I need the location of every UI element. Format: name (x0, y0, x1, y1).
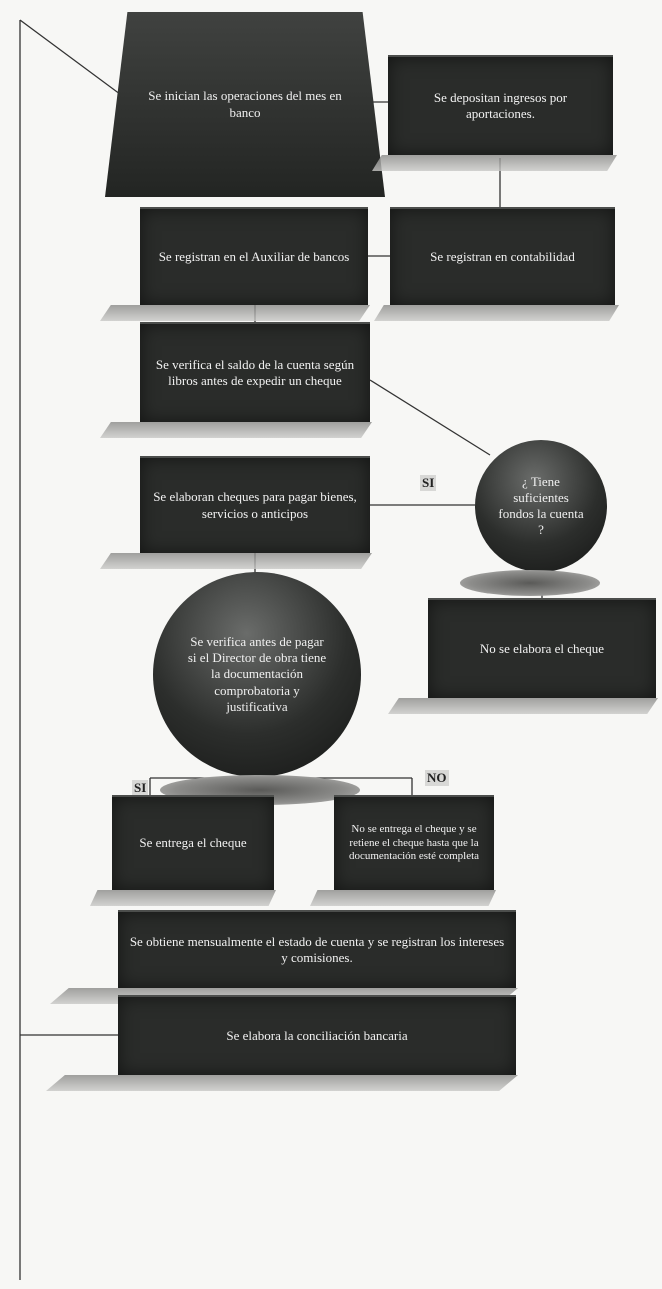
verify-docs-text: Se verifica antes de pagar si el Directo… (187, 633, 327, 714)
aux-banks-shadow (100, 305, 370, 321)
no-deliver-box: No se entrega el cheque y se retiene el … (334, 795, 494, 890)
accounting-box: Se registran en contabilidad (390, 207, 615, 305)
verify-balance-box: Se verifica el saldo de la cuenta según … (140, 322, 370, 422)
accounting-text: Se registran en contabilidad (430, 248, 575, 264)
no-docs-label: NO (425, 770, 449, 786)
no-check-text: No se elabora el cheque (479, 640, 605, 656)
funds-question-circle: ¿ Tiene suficientes fondos la cuenta ? (475, 440, 607, 572)
aux-banks-text: Se registran en el Auxiliar de bancos (158, 248, 350, 264)
statement-text: Se obtiene mensualmente el estado de cue… (129, 933, 505, 965)
verify-balance-shadow (100, 422, 372, 438)
verify-balance-text: Se verifica el saldo de la cuenta según … (155, 356, 355, 388)
no-check-box: No se elabora el cheque (428, 598, 656, 698)
deposits-shadow (372, 155, 617, 171)
start-operations-shape: Se inician las operaciones del mes en ba… (105, 12, 385, 197)
funds-question-shadow (460, 570, 600, 596)
make-checks-text: Se elaboran cheques para pagar bienes, s… (153, 489, 357, 521)
deliver-check-text: Se entrega el cheque (139, 835, 247, 851)
reconciliation-shadow (46, 1075, 518, 1091)
deposits-text: Se depositan ingresos por aportaciones. (433, 89, 568, 121)
deposits-box: Se depositan ingresos por aportaciones. (388, 55, 613, 155)
no-check-shadow (388, 698, 658, 714)
si-docs-label: SI (132, 780, 149, 796)
funds-question-text: ¿ Tiene suficientes fondos la cuenta ? (498, 473, 584, 538)
deliver-check-shadow (90, 890, 276, 906)
reconciliation-text: Se elabora la conciliación bancaria (226, 1027, 408, 1043)
reconciliation-box: Se elabora la conciliación bancaria (118, 995, 516, 1075)
make-checks-box: Se elaboran cheques para pagar bienes, s… (140, 456, 370, 553)
deliver-check-box: Se entrega el cheque (112, 795, 274, 890)
verify-to-question-line (369, 379, 491, 456)
si-funds-label: SI (420, 475, 437, 491)
loop-to-start-line (19, 19, 129, 101)
verify-docs-circle: Se verifica antes de pagar si el Directo… (153, 572, 361, 777)
no-deliver-text: No se entrega el cheque y se retiene el … (348, 822, 480, 863)
start-operations-text: Se inician las operaciones del mes en ba… (148, 88, 342, 120)
make-checks-shadow (100, 553, 372, 569)
statement-box: Se obtiene mensualmente el estado de cue… (118, 910, 516, 988)
aux-banks-box: Se registran en el Auxiliar de bancos (140, 207, 368, 305)
accounting-shadow (374, 305, 619, 321)
no-deliver-shadow (310, 890, 496, 906)
